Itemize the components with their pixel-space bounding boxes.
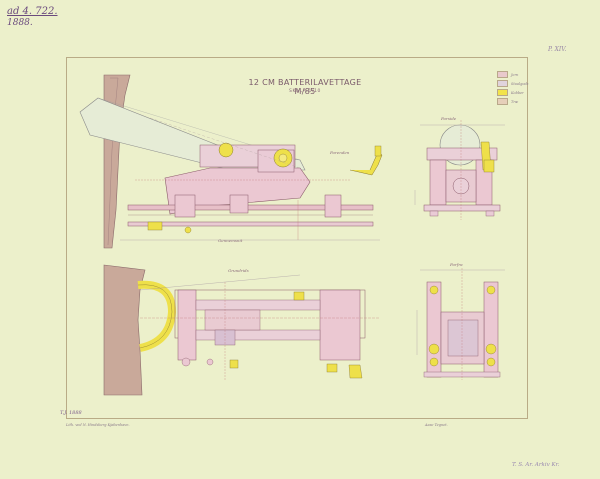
drawing-title: 12 CM BATTERILAVETTAGE M/85 — [248, 78, 362, 96]
plan-view — [103, 264, 380, 396]
legend-swatch — [497, 80, 508, 87]
legend-swatch — [497, 71, 508, 78]
side-base-label: Gennemsnit — [218, 238, 243, 243]
legend-row-wood: Træ — [497, 97, 528, 106]
legend-label: Kobber — [511, 90, 524, 95]
material-legend: Jern Staalgods Kobber Træ — [497, 70, 528, 106]
top-view-label: Grundrids — [228, 268, 249, 273]
legend-row-iron: Jern — [497, 70, 528, 79]
drawing-frame — [66, 57, 528, 419]
front-elevation-view — [414, 120, 505, 220]
draftsman-credit: Aase Tegnet. — [425, 423, 448, 427]
legend-row-copper: Kobber — [497, 88, 528, 97]
archive-note: T. S. Ar. Arkiv Kr. — [512, 462, 560, 468]
front-view-label: Forside — [441, 116, 457, 121]
archive-year: 1888. — [7, 18, 33, 28]
legend-row-cast-steel: Staalgods — [497, 79, 528, 88]
side-elevation-view — [79, 74, 383, 249]
printer-credit: Lith. ved N. Hindsberg Kjøbenhavn. — [66, 423, 130, 427]
legend-label: Staalgods — [511, 81, 529, 86]
legend-label: Jern — [511, 72, 519, 77]
plate-number: P. XIV. — [548, 46, 567, 53]
engraver-signature: T.J. 1888 — [60, 410, 82, 416]
legend-swatch — [497, 98, 508, 105]
legend-swatch — [497, 89, 508, 96]
front-top-label: Forfra — [450, 262, 463, 267]
rear-elevation-view — [416, 268, 505, 380]
legend-label: Træ — [511, 99, 519, 104]
side-view-label: Forenden — [330, 150, 350, 155]
drawing-scale: SKALA 1/10 — [288, 89, 322, 94]
archive-annotation: ad 4. 722. — [7, 6, 58, 17]
